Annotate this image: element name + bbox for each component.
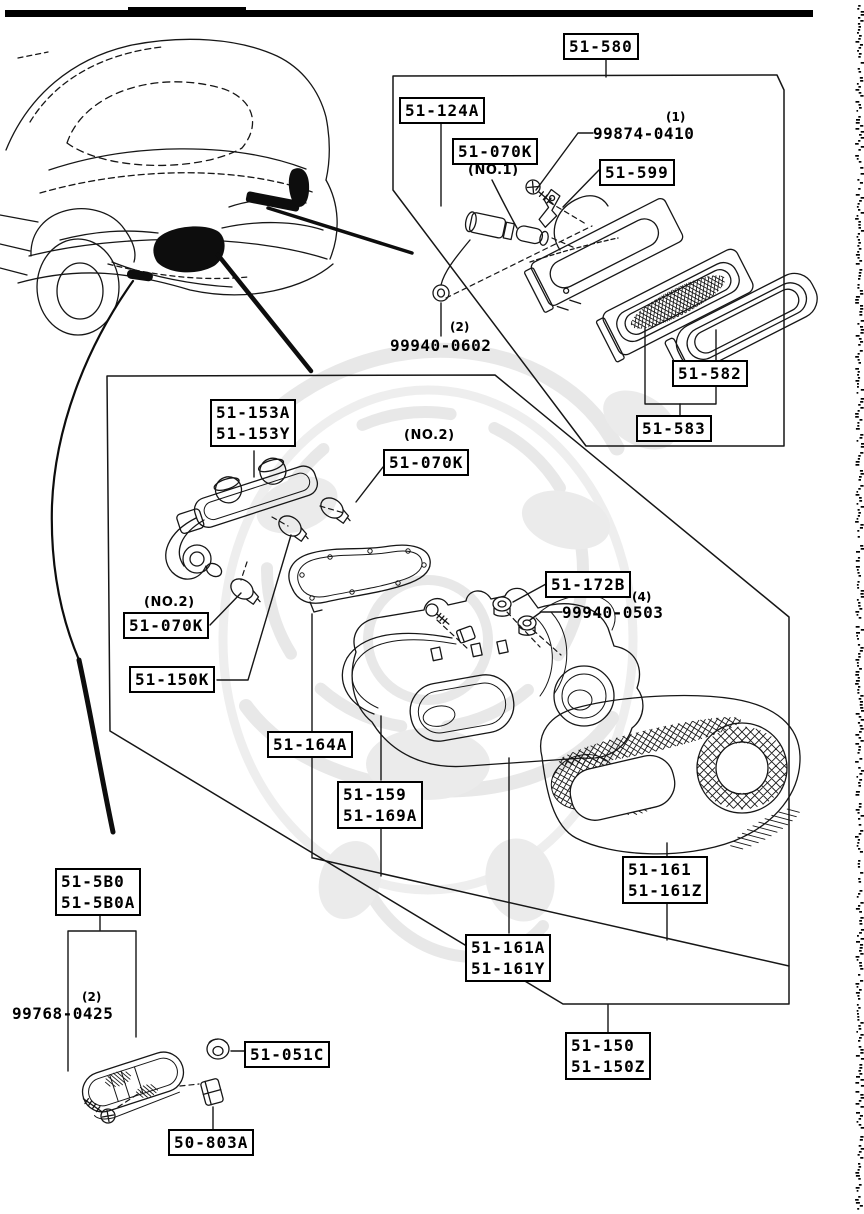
part-number: 51-150Z	[571, 1057, 646, 1076]
bulb-icon	[320, 497, 351, 524]
part-number: 51-580	[569, 37, 633, 56]
part-number: 51-169A	[343, 806, 418, 825]
side-marker-assembly	[81, 1038, 230, 1124]
part-number: 51-5B0A	[61, 893, 136, 912]
qty-99768-0425: (2)	[82, 990, 102, 1004]
nut-icon	[492, 596, 512, 617]
screw-icon	[425, 603, 450, 625]
part-number: 51-161Z	[628, 881, 703, 900]
part-number: 51-161	[628, 860, 692, 879]
callout-51-161A-161Y[interactable]: 51-161A 51-161Y	[465, 934, 552, 982]
clip-icon	[456, 625, 476, 644]
qty-99940-0503: (4)	[632, 590, 652, 604]
label-99768-0425[interactable]: 99768-0425	[12, 1004, 114, 1023]
callout-50-803A[interactable]: 50-803A	[168, 1129, 255, 1156]
part-number: 51-164A	[273, 735, 348, 754]
callout-51-153A-153Y[interactable]: 51-153A 51-153Y	[210, 399, 297, 447]
callout-51-161-161Z[interactable]: 51-161 51-161Z	[622, 856, 709, 904]
callout-51-124A[interactable]: 51-124A	[399, 97, 486, 124]
callout-51-070K-no2-right[interactable]: 51-070K	[383, 449, 470, 476]
callout-51-051C[interactable]: 51-051C	[244, 1041, 331, 1068]
callout-51-580[interactable]: 51-580	[563, 33, 639, 60]
part-number: 51-172B	[551, 575, 626, 594]
callout-51-582[interactable]: 51-582	[672, 360, 748, 387]
nut-icon	[517, 615, 537, 636]
screw-icon	[82, 1097, 116, 1124]
callout-51-164A[interactable]: 51-164A	[267, 731, 354, 758]
callout-51-150K[interactable]: 51-150K	[129, 666, 216, 693]
callout-51-070K-no2-left[interactable]: 51-070K	[123, 612, 210, 639]
part-number: 50-803A	[174, 1133, 249, 1152]
part-number: 51-583	[642, 419, 706, 438]
bulb-icon	[230, 578, 261, 605]
part-number: 51-070K	[129, 616, 204, 635]
blackout-lamp-areas	[126, 168, 310, 282]
tail-lamp-assembly	[165, 457, 801, 855]
part-number: 51-161A	[471, 938, 546, 957]
car-rear-sketch	[0, 38, 338, 336]
callout-51-150-150Z[interactable]: 51-150 51-150Z	[565, 1032, 652, 1080]
callout-51-159-169A[interactable]: 51-159 51-169A	[337, 781, 424, 829]
part-number: 51-161Y	[471, 959, 546, 978]
panel-outlines	[106, 74, 790, 1005]
part-number: 51-153Y	[216, 424, 291, 443]
part-number: 51-150K	[135, 670, 210, 689]
part-number: 51-153A	[216, 403, 291, 422]
note-no2-left: (NO.2)	[144, 595, 195, 610]
part-number: 51-124A	[405, 101, 480, 120]
nut-icon	[206, 1038, 230, 1060]
part-number: 51-599	[605, 163, 669, 182]
part-number: 51-070K	[458, 142, 533, 161]
part-number: 51-070K	[389, 453, 464, 472]
callout-51-172B[interactable]: 51-172B	[545, 571, 632, 598]
callout-51-5B0-5B0A[interactable]: 51-5B0 51-5B0A	[55, 868, 142, 916]
part-number: 51-051C	[250, 1045, 325, 1064]
part-number: 51-150	[571, 1036, 635, 1055]
label-99874-0410[interactable]: 99874-0410	[593, 124, 695, 143]
callout-51-583[interactable]: 51-583	[636, 415, 712, 442]
qty-99940-0602: (2)	[450, 320, 470, 334]
part-number: 51-582	[678, 364, 742, 383]
note-no1: (NO.1)	[468, 163, 519, 178]
part-number: 51-5B0	[61, 872, 125, 891]
note-no2-right: (NO.2)	[404, 428, 455, 443]
part-number: 51-159	[343, 785, 407, 804]
top-rule	[5, 7, 813, 17]
label-99940-0602[interactable]: 99940-0602	[390, 336, 492, 355]
pointer-leaders	[50, 206, 414, 835]
callout-51-070K-no1[interactable]: 51-070K	[452, 138, 539, 165]
retainer-clip-icon	[200, 1078, 224, 1106]
high-mount-lamp-assembly	[432, 179, 818, 379]
qty-99874-0410: (1)	[666, 110, 686, 124]
callout-51-599[interactable]: 51-599	[599, 159, 675, 186]
leader-lines	[67, 59, 717, 1130]
label-99940-0503[interactable]: 99940-0503	[562, 603, 664, 622]
watermark-edge-strip	[855, 5, 864, 1210]
bulb-icon	[278, 515, 309, 542]
